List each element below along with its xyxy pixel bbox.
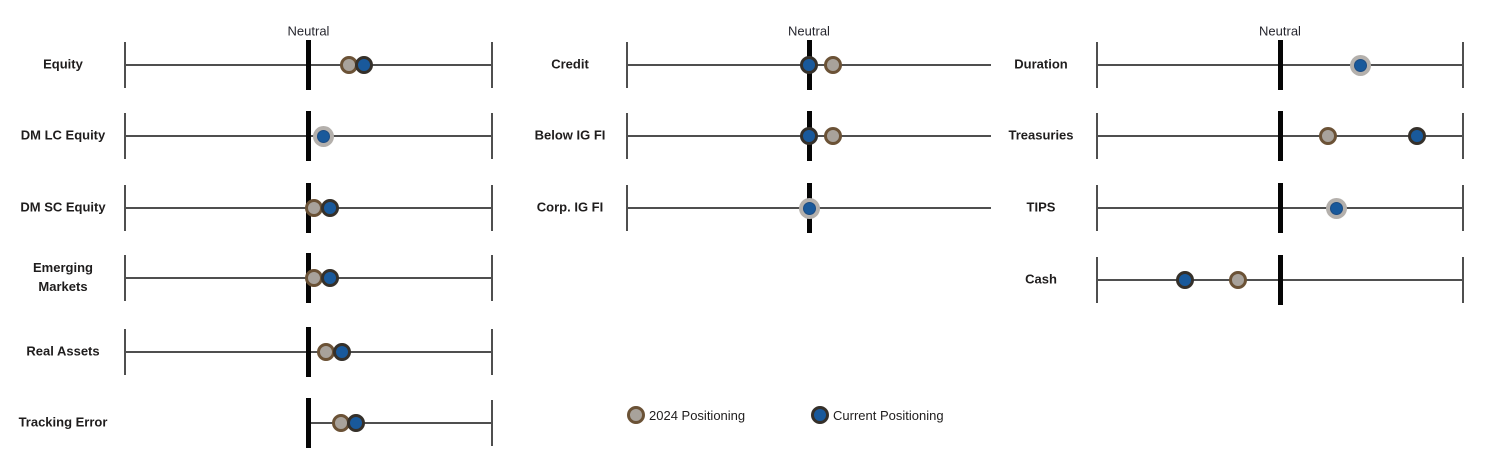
legend-2024-dot-icon <box>627 406 645 424</box>
dot-2024 <box>1228 271 1247 289</box>
scale-end-tick-left <box>124 113 126 159</box>
neutral-tick <box>1277 255 1283 305</box>
legend-item-2024: 2024 Positioning <box>627 405 745 425</box>
asset-row-label: Cash <box>1025 271 1057 287</box>
asset-row-label: Equity <box>43 56 83 72</box>
scale-end-tick-left <box>124 185 126 231</box>
dot-2024 <box>823 56 842 74</box>
legend-item-current: Current Positioning <box>811 405 944 425</box>
legend-2024-label: 2024 Positioning <box>649 407 746 423</box>
asset-row-label: Credit <box>551 56 589 72</box>
dot-current <box>800 127 818 145</box>
asset-row-label: Emerging Markets <box>33 260 93 294</box>
neutral-label: Neutral <box>287 23 330 39</box>
dot-2024 <box>1318 127 1337 145</box>
scale-end-tick-right <box>491 329 493 375</box>
scale-end-tick-left <box>124 255 126 301</box>
neutral-tick <box>306 398 311 448</box>
neutral-tick <box>1277 111 1283 161</box>
dot-current <box>332 343 351 361</box>
dot-current <box>1330 201 1344 215</box>
scale-end-tick-right <box>491 255 493 301</box>
scale-end-tick-right <box>491 113 493 159</box>
scale-end-tick-right <box>1462 113 1464 159</box>
scale-end-tick-left <box>1096 185 1098 231</box>
scale-end-tick-right <box>1462 42 1464 88</box>
dot-current <box>320 199 339 217</box>
neutral-label: Neutral <box>788 23 830 39</box>
scale-end-tick-right <box>1462 185 1464 231</box>
dot-current <box>802 201 816 215</box>
legend-current-label: Current Positioning <box>833 407 944 423</box>
asset-row-label: TIPS <box>1026 199 1056 215</box>
scale-end-tick-right <box>1462 257 1464 303</box>
scale-end-tick-right <box>491 400 493 446</box>
dot-current <box>800 56 818 74</box>
scale-end-tick-left <box>1096 113 1098 159</box>
asset-row-label: DM LC Equity <box>20 127 106 143</box>
scale-end-tick-right <box>491 185 493 231</box>
neutral-tick <box>1277 183 1283 233</box>
scale-end-tick-left <box>626 185 628 231</box>
dot-current <box>1408 127 1427 145</box>
dot-current <box>1175 271 1194 289</box>
asset-row-label: Real Assets <box>26 343 100 359</box>
dot-2024 <box>823 127 842 145</box>
dot-current <box>316 129 330 143</box>
asset-row-label: Treasuries <box>1008 127 1074 143</box>
legend-current-dot-icon <box>811 406 829 424</box>
scale-end-tick-right <box>491 42 493 88</box>
dot-current <box>354 56 373 74</box>
asset-row-label: Tracking Error <box>18 414 108 430</box>
scale-end-tick-left <box>124 329 126 375</box>
scale-end-tick-left <box>626 42 628 88</box>
asset-row-label: Corp. IG FI <box>536 199 604 215</box>
scale-end-tick-left <box>626 113 628 159</box>
scale-end-tick-left <box>124 42 126 88</box>
scale-line <box>308 422 492 424</box>
scale-end-tick-left <box>1096 42 1098 88</box>
dot-current <box>347 414 366 432</box>
asset-row-label: Duration <box>1014 56 1068 72</box>
neutral-tick <box>306 40 311 90</box>
asset-row-label: Below IG FI <box>534 127 606 143</box>
dot-current <box>1354 58 1368 72</box>
scale-end-tick-left <box>1096 257 1098 303</box>
neutral-tick <box>306 111 311 161</box>
neutral-tick <box>1277 40 1283 90</box>
dot-current <box>320 269 339 287</box>
asset-row-label: DM SC Equity <box>20 199 106 215</box>
neutral-label: Neutral <box>1259 23 1301 39</box>
neutral-tick <box>306 327 311 377</box>
